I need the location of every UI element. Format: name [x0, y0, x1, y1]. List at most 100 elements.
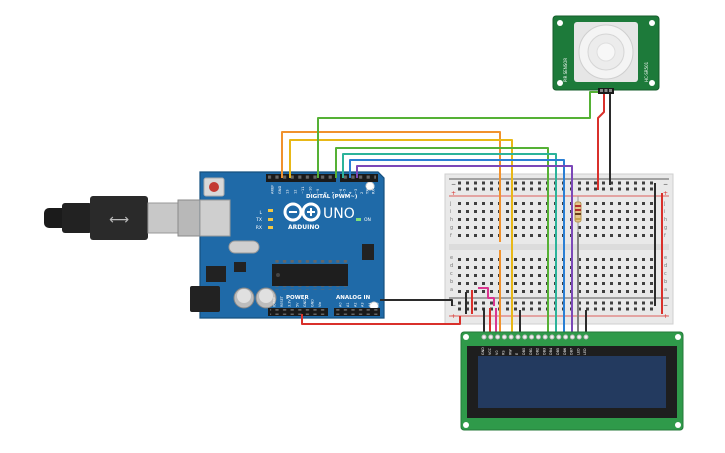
wire-blue: [349, 159, 565, 340]
tx-led-label: TX: [255, 217, 262, 223]
wire-green: [335, 147, 549, 340]
lcd-pin-label: DB7: [570, 348, 574, 355]
lcd-pin: [501, 334, 507, 340]
lcd-screen: [478, 356, 666, 408]
power-pin-label: 3.3V: [288, 299, 292, 307]
lcd-pin: [569, 334, 575, 340]
lcd-pin: [576, 334, 582, 340]
analog-pin-label: A3: [361, 303, 365, 307]
lcd-pin-label: DB5: [556, 348, 560, 355]
breadboard-row-letter: a: [450, 287, 453, 293]
breadboard-row-letter: d: [664, 263, 667, 269]
breadboard-row-letter: d: [450, 263, 453, 269]
digital-pin-label: ~11: [301, 186, 305, 194]
wire-red-5v: [301, 314, 461, 325]
lcd-pin: [535, 334, 541, 340]
power-header-label: POWER: [286, 295, 310, 301]
lcd-pin: [556, 334, 562, 340]
pir-sensor: PIR SENSOR HC-SR501: [552, 15, 660, 94]
breadboard-row-letter: e: [450, 255, 453, 261]
lcd-pin-label: VCC: [488, 347, 492, 355]
lcd-pin-label: DB1: [529, 348, 533, 355]
digital-pin-label: 7: [331, 192, 335, 194]
rail-plus-top-right: +: [663, 190, 668, 197]
reset-button: [209, 182, 219, 192]
on-led-label: ON: [364, 217, 371, 223]
lcd-pin-label: DB3: [542, 348, 546, 355]
lcd-pin: [495, 334, 501, 340]
wire-green-pir: [317, 91, 600, 178]
breadboard-row-letter: b: [450, 279, 453, 285]
usb-cable: ⟷: [44, 196, 209, 240]
wire-red-pir-vcc: [597, 92, 605, 190]
lcd-pin-label: V0: [495, 351, 499, 355]
lcd-pin-label: GND: [481, 347, 485, 355]
lcd-pin: [522, 334, 528, 340]
wire-purple: [356, 165, 573, 340]
digital-header-label: DIGITAL (PWM~): [306, 194, 358, 200]
lcd-pin: [529, 334, 535, 340]
breadboard-row-letter: c: [450, 271, 453, 277]
breadboard-row-letter: j: [449, 201, 451, 207]
lcd-pin-label: DB2: [536, 348, 540, 355]
wire-pink-contrast: [478, 287, 495, 306]
lcd-pin: [515, 334, 521, 340]
lcd-pin-label: DB0: [522, 348, 526, 355]
breadboard-row-letter: a: [664, 287, 667, 293]
rx-led-label: RX: [256, 225, 262, 231]
digital-pin-label: AREF: [271, 185, 275, 194]
wire-black-gnd: [380, 299, 453, 306]
breadboard-row-letter: g: [664, 225, 667, 231]
analog-pin-label: A1: [346, 303, 350, 307]
power-pin-label: IOREF: [273, 297, 277, 307]
digital-pin-label: TX▸1: [366, 185, 370, 195]
lcd-pin-label: LED: [576, 348, 580, 355]
wire-orange: [281, 131, 501, 242]
usb-symbol-icon: ⟷: [109, 212, 129, 228]
digital-pin-label: ~9: [316, 188, 320, 194]
power-pin-label: GND: [311, 299, 315, 307]
digital-pin-label: ~6: [339, 188, 343, 194]
rail-minus-top-left: −: [451, 181, 456, 188]
l-led-label: L: [259, 210, 262, 216]
digital-pin-label: 12: [293, 189, 297, 194]
breadboard-row-letter: i: [664, 209, 665, 215]
digital-pin-label: 8: [324, 191, 328, 194]
lcd-pin: [488, 334, 494, 340]
wire-teal: [342, 153, 557, 340]
pir-side-label-right: HC-SR501: [644, 61, 649, 82]
lcd-pin-label: RW: [508, 349, 512, 355]
power-pin-label: 5V: [295, 302, 299, 307]
lcd-pin: [549, 334, 555, 340]
breadboard-row-letter: f: [450, 233, 452, 239]
model-label: UNO: [323, 206, 355, 222]
lcd-pin: [542, 334, 548, 340]
digital-pin-label: 4: [348, 191, 352, 194]
arduino-infinity-logo-icon: [283, 202, 321, 222]
digital-pin-label: ~3: [354, 189, 358, 194]
analog-pin-label: A2: [353, 303, 357, 307]
power-pin-label: Vin: [318, 302, 322, 307]
pir-side-label-left: PIR SENSOR: [563, 58, 568, 82]
lcd-pin: [508, 334, 514, 340]
digital-pin-label: RX◂0: [372, 184, 376, 194]
lcd-pin: [563, 334, 569, 340]
analog-header-label: ANALOG IN: [336, 295, 371, 301]
analog-pin-label: A4: [368, 303, 372, 307]
rail-minus-bottom-right: −: [663, 302, 668, 309]
lcd-pin: [583, 334, 589, 340]
lcd-pin: [481, 334, 487, 340]
brand-label: ARDUINO: [288, 224, 319, 231]
digital-pin-label: GND: [278, 186, 282, 194]
lcd-pin-label: RS: [502, 350, 506, 355]
rail-minus-top-right: −: [663, 181, 668, 188]
breadboard-row-letter: c: [664, 271, 667, 277]
breadboard-row-letter: h: [664, 217, 667, 223]
digital-pin-label: 13: [286, 189, 290, 194]
breadboard-row-letter: b: [664, 279, 667, 285]
